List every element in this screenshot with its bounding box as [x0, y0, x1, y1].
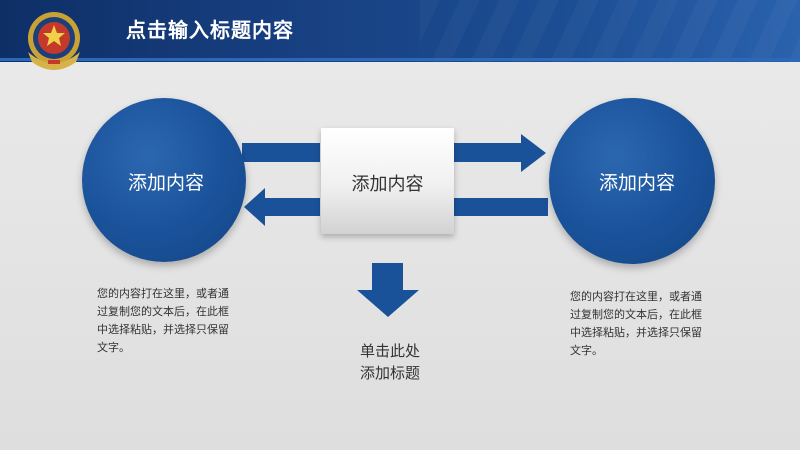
arrow-right-icon	[454, 134, 546, 172]
bottom-label[interactable]: 单击此处 添加标题	[340, 340, 440, 384]
bottom-label-line2: 添加标题	[359, 364, 420, 382]
header-pattern	[420, 0, 800, 62]
center-box-node[interactable]: 添加内容	[321, 128, 454, 234]
bottom-label-line1: 单击此处	[359, 342, 420, 360]
arrow-left-icon	[454, 198, 548, 216]
left-circle-label: 添加内容	[127, 172, 205, 194]
arrow-right-icon	[242, 143, 320, 162]
header-accent-line	[0, 58, 800, 61]
left-paragraph[interactable]: 您的内容打在这里，或者通过复制您的文本后，在此框中选择粘贴，并选择只保留文字。	[97, 287, 229, 354]
left-circle-node[interactable]	[82, 98, 246, 262]
header-bar: 点击输入标题内容	[0, 0, 800, 62]
arrow-down-icon	[357, 263, 419, 317]
right-circle-label: 添加内容	[598, 172, 676, 194]
center-box-label: 添加内容	[351, 174, 424, 195]
right-circle-node[interactable]	[549, 98, 715, 264]
slide-title[interactable]: 点击输入标题内容	[126, 18, 294, 42]
police-emblem-icon	[28, 12, 80, 70]
right-paragraph[interactable]: 您的内容打在这里，或者通过复制您的文本后，在此框中选择粘贴，并选择只保留文字。	[570, 290, 702, 357]
arrow-left-icon	[244, 188, 320, 226]
